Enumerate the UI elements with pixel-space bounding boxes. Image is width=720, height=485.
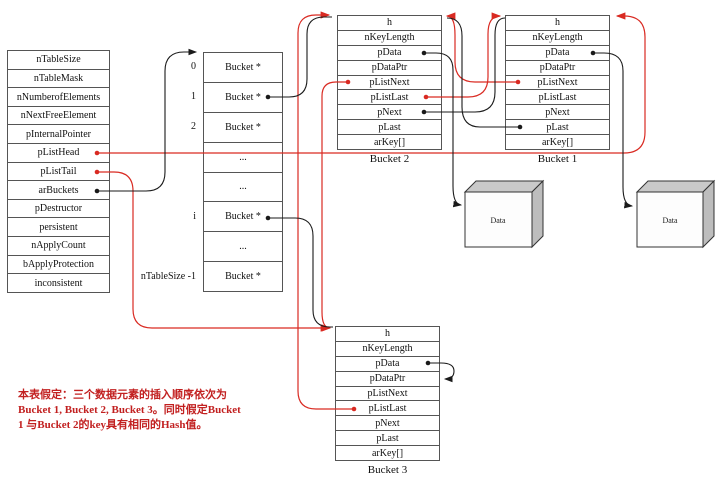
data-cube-1: Data: [463, 179, 545, 249]
assumption-note-line1: 本表假定：三个数据元素的插入顺序依次为: [18, 389, 227, 401]
bucket2-pdata: pData: [337, 44, 442, 61]
bucket3-pdataptr: pDataPtr: [335, 370, 440, 387]
field-plisttail: pListTail: [7, 161, 110, 182]
bucket1-arkey: arKey[]: [505, 134, 610, 151]
bucket2-pnext: pNext: [337, 104, 442, 121]
field-nnextfreeelement: nNextFreeElement: [7, 105, 110, 126]
bucket2-arkey: arKey[]: [337, 134, 442, 151]
bucket3-struct: h nKeyLength pData pDataPtr pListNext pL…: [335, 326, 440, 462]
arbuckets-slot-1: Bucket *: [203, 81, 283, 113]
index-label-1: 1: [191, 91, 196, 102]
index-label-0: 0: [191, 61, 196, 72]
bucket2-pdataptr: pDataPtr: [337, 59, 442, 76]
arbuckets-slot-0: Bucket *: [203, 52, 283, 83]
assumption-note-line3: 1 与Bucket 2的key具有相同的Hash值。: [18, 419, 208, 431]
field-persistent: persistent: [7, 217, 110, 238]
field-plisthead: pListHead: [7, 143, 110, 163]
assumption-note: 本表假定：三个数据元素的插入顺序依次为 Bucket 1, Bucket 2, …: [18, 388, 258, 433]
field-ntablemask: nTableMask: [7, 68, 110, 89]
bucket1-nkeylength: nKeyLength: [505, 29, 610, 46]
field-ntablesize: nTableSize: [7, 50, 110, 70]
arbuckets-slot-2: Bucket *: [203, 111, 283, 143]
bucket3-plast: pLast: [335, 430, 440, 447]
bucket1-plast: pLast: [505, 119, 610, 136]
bucket2-nkeylength: nKeyLength: [337, 29, 442, 46]
bucket2-plistlast: pListLast: [337, 89, 442, 106]
assumption-note-line2: Bucket 1, Bucket 2, Bucket 3。同时假定Bucket: [18, 404, 241, 416]
field-arbuckets: arBuckets: [7, 180, 110, 200]
bucket2-struct: h nKeyLength pData pDataPtr pListNext pL…: [337, 15, 442, 151]
bucket2-plast: pLast: [337, 119, 442, 136]
bucket3-arkey: arKey[]: [335, 445, 440, 462]
bucket1-h: h: [505, 15, 610, 31]
arbuckets-slot-last: Bucket *: [203, 261, 283, 292]
bucket1-struct: h nKeyLength pData pDataPtr pListNext pL…: [505, 15, 610, 151]
index-label-2: 2: [191, 121, 196, 132]
arbuckets-slot-ellipsis: ...: [203, 171, 283, 203]
bucket2-caption: Bucket 2: [369, 153, 410, 165]
arbuckets-slot-ellipsis: ...: [203, 141, 283, 173]
bucket3-caption: Bucket 3: [367, 464, 408, 476]
field-pdestructor: pDestructor: [7, 198, 110, 219]
bucket1-pnext: pNext: [505, 104, 610, 121]
data-cube-1-label: Data: [490, 216, 506, 225]
bucket-pointer-array: Bucket * Bucket * Bucket * ... ... Bucke…: [203, 52, 283, 292]
arbuckets-slot-ellipsis: ...: [203, 231, 283, 263]
bucket1-pdataptr: pDataPtr: [505, 59, 610, 76]
bucket3-plistnext: pListNext: [335, 385, 440, 402]
hashtable-struct: nTableSize nTableMask nNumberofElements …: [7, 50, 110, 293]
field-nnumberofelements: nNumberofElements: [7, 87, 110, 107]
index-label-ntablesize-1: nTableSize -1: [140, 271, 196, 282]
data-cube-2-label: Data: [662, 216, 678, 225]
bucket2-h: h: [337, 15, 442, 31]
field-napplycount: nApplyCount: [7, 236, 110, 256]
bucket1-plistnext: pListNext: [505, 74, 610, 91]
bucket2-plistnext: pListNext: [337, 74, 442, 91]
arbuckets-slot-i: Bucket *: [203, 201, 283, 233]
field-pinternalpointer: pInternalPointer: [7, 124, 110, 145]
field-inconsistent: inconsistent: [7, 273, 110, 293]
bucket3-pnext: pNext: [335, 415, 440, 432]
data-cube-2: Data: [635, 179, 716, 249]
bucket3-nkeylength: nKeyLength: [335, 340, 440, 357]
field-bapplyprotection: bApplyProtection: [7, 254, 110, 275]
bucket1-pdata: pData: [505, 44, 610, 61]
bucket3-plistlast: pListLast: [335, 400, 440, 417]
bucket1-plistlast: pListLast: [505, 89, 610, 106]
bucket3-pdata: pData: [335, 355, 440, 372]
index-label-i: i: [193, 211, 196, 222]
bucket1-caption: Bucket 1: [537, 153, 578, 165]
bucket3-h: h: [335, 326, 440, 342]
